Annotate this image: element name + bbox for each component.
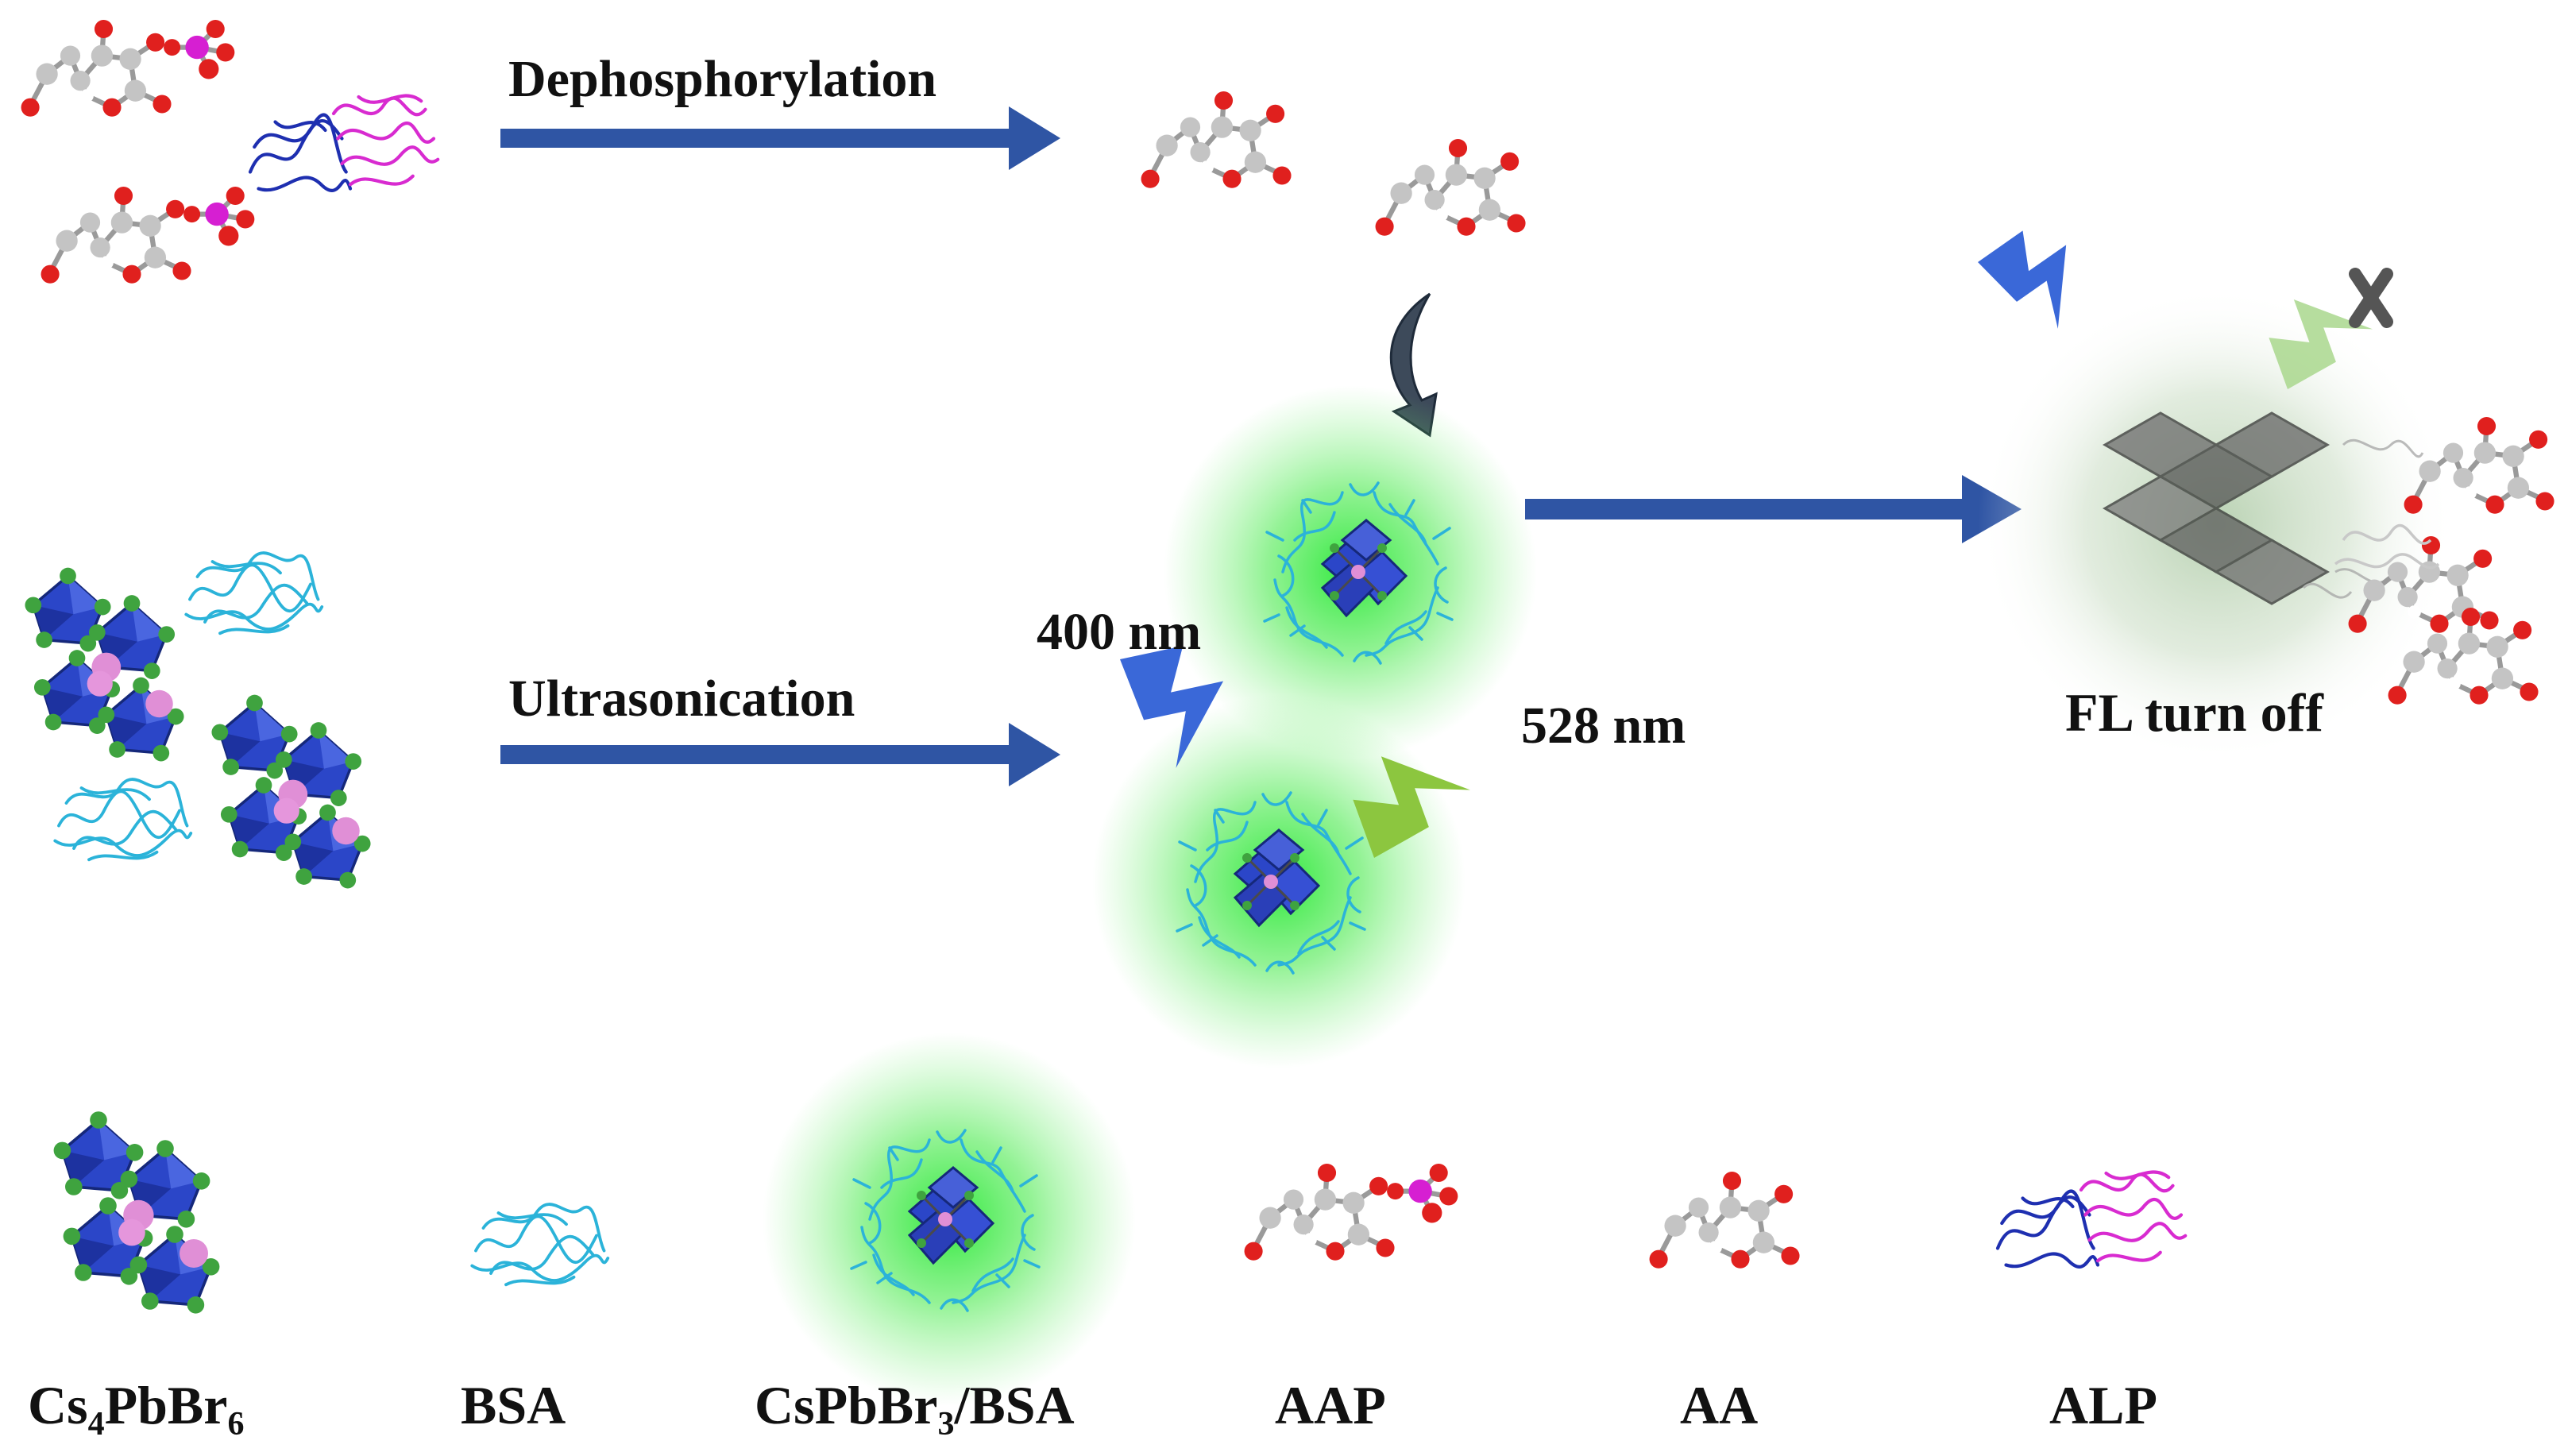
alp-enzyme xyxy=(250,96,438,191)
bsa-protein xyxy=(470,1203,610,1287)
glowing-nanocrystals xyxy=(1092,385,1537,1068)
aap-molecule xyxy=(41,187,255,284)
fl-turn-off-label: FL turn off xyxy=(2065,682,2323,743)
excitation-wavelength: 400 nm xyxy=(1037,603,1202,661)
emission-wavelength: 528 nm xyxy=(1521,697,1686,755)
dephosphorylation-label: Dephosphorylation xyxy=(508,50,937,108)
legend-icons xyxy=(54,1033,2186,1406)
cs4pbbr6-crystal xyxy=(211,695,370,889)
legend-label-bsa: BSA xyxy=(461,1375,566,1435)
aa-molecule xyxy=(1650,1172,1800,1269)
legend-label-aap: AAP xyxy=(1275,1375,1386,1435)
quenched-state xyxy=(1978,286,2554,763)
bsa-protein xyxy=(184,551,324,635)
excitation-bolt xyxy=(1978,214,2103,345)
dephosphorylation-arrow xyxy=(500,106,1060,170)
aap-molecule xyxy=(21,20,235,117)
cs4pbbr6-crystal xyxy=(25,568,183,762)
reactants-middle xyxy=(25,551,370,889)
alp-enzyme xyxy=(1998,1172,2185,1267)
ultrasonication-arrow xyxy=(500,723,1060,786)
legend-label-alp: ALP xyxy=(2049,1375,2157,1435)
products-top xyxy=(1141,91,1526,236)
aa-molecule xyxy=(1141,91,1292,188)
bsa-protein xyxy=(53,778,193,862)
aap-molecule xyxy=(1245,1164,1458,1261)
aa-molecule xyxy=(1376,139,1526,236)
ultrasonication-label: Ultrasonication xyxy=(508,670,855,728)
cs4pbbr6-crystal xyxy=(54,1111,220,1313)
reactants-top xyxy=(21,20,438,284)
quench-arrow xyxy=(1525,475,2022,543)
cross-mark xyxy=(2349,268,2393,328)
legend-label-cspbbr3-bsa: CsPbBr3/BSA xyxy=(755,1375,1075,1442)
gray-bsa xyxy=(2334,523,2440,570)
legend-label-aa: AA xyxy=(1680,1375,1759,1435)
legend-label-cs4pbbr6: Cs4PbBr6 xyxy=(28,1375,245,1442)
quenched-crystal xyxy=(2102,411,2424,605)
